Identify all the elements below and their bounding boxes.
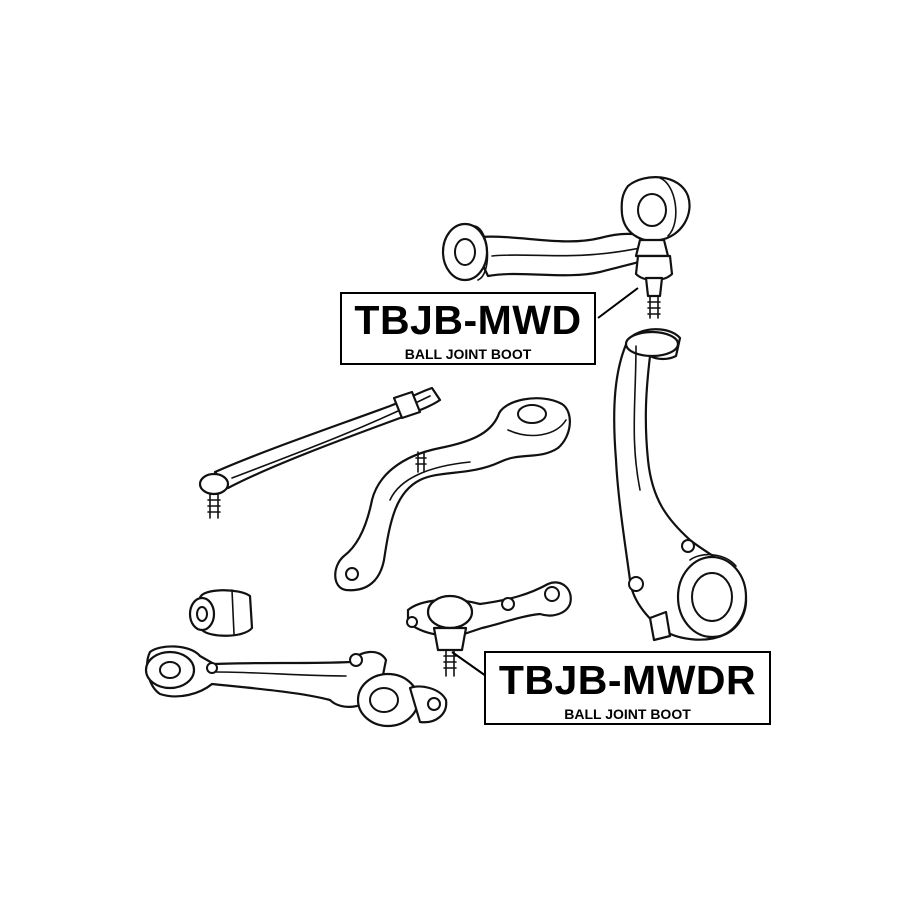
part-code: TBJB-MWD [354, 297, 582, 343]
part-label-lower: TBJB-MWDR BALL JOINT BOOT [484, 651, 771, 725]
leader-line-lower [451, 651, 487, 677]
lower-control-arm [334, 397, 571, 592]
part-description: BALL JOINT BOOT [564, 706, 691, 722]
part-label-upper: TBJB-MWD BALL JOINT BOOT [340, 292, 596, 365]
strut-rod [198, 386, 442, 519]
steering-knuckle [613, 328, 748, 642]
upper-control-arm [441, 176, 691, 319]
part-description: BALL JOINT BOOT [404, 346, 532, 362]
bushing [188, 589, 254, 637]
front-lower-arm [144, 645, 448, 728]
rear-lower-arm [406, 581, 572, 677]
leader-line-upper [597, 287, 639, 319]
part-code: TBJB-MWDR [498, 657, 757, 703]
